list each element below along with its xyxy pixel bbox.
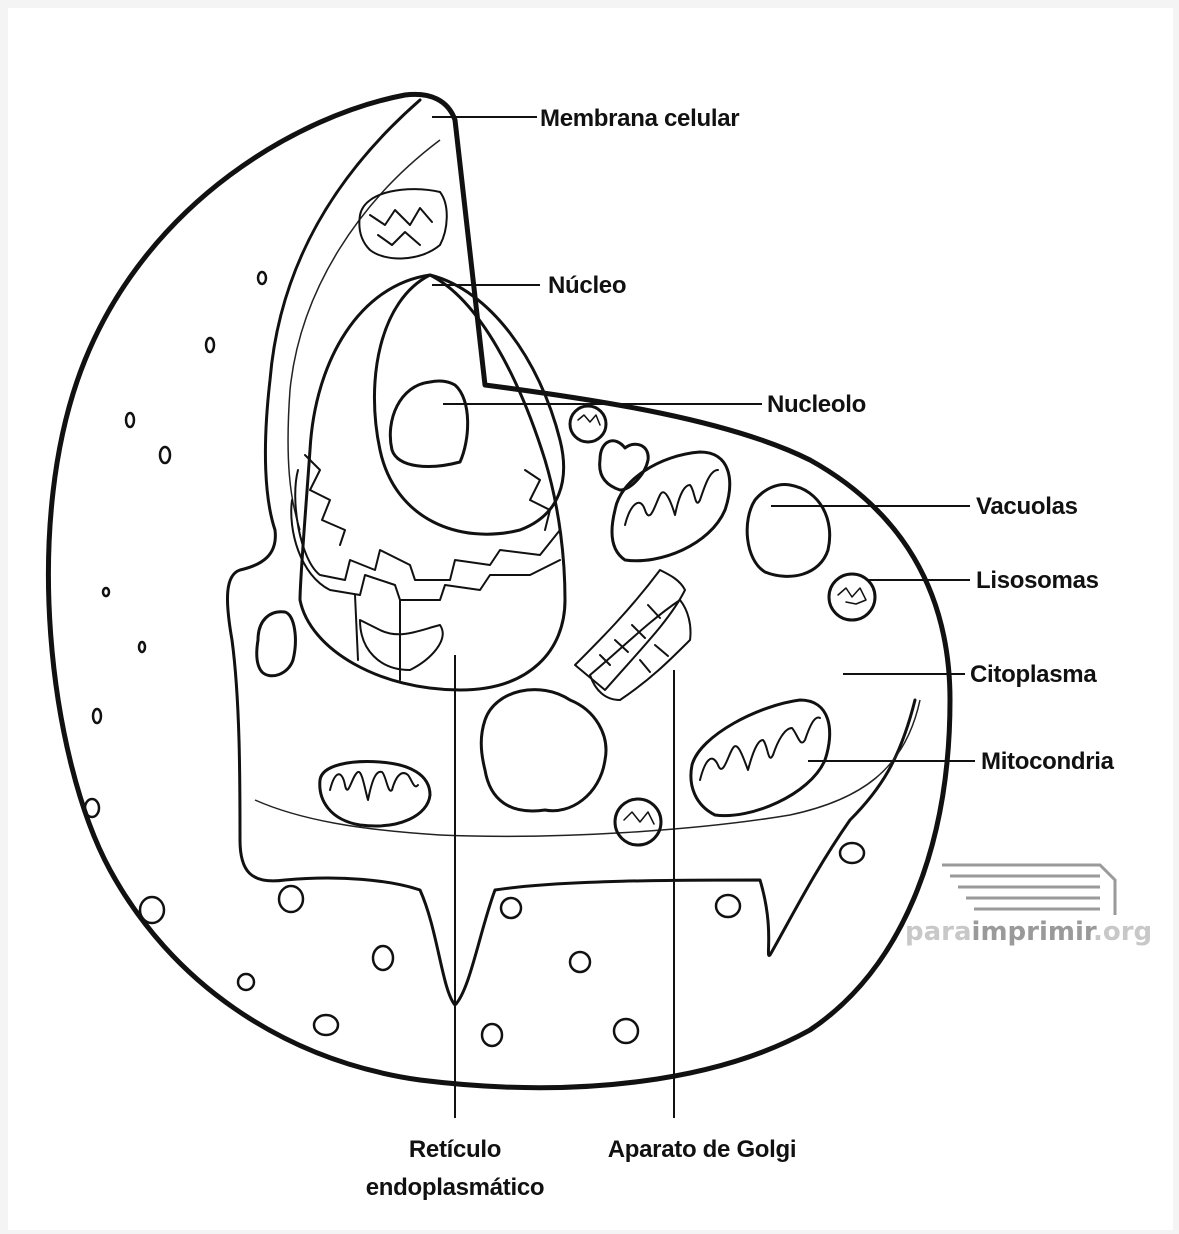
label-reticulo-line1: Retículo <box>409 1136 501 1163</box>
watermark-logo: paraimprimir.org <box>905 865 1152 947</box>
watermark-part-para: para <box>905 917 972 947</box>
top-wedge-organelle <box>359 189 446 258</box>
label-citoplasma: Citoplasma <box>970 661 1097 688</box>
watermark-part-org: .org <box>1093 917 1152 947</box>
mitochondria <box>257 452 830 826</box>
label-mitocondria: Mitocondria <box>981 748 1115 775</box>
label-nucleo: Núcleo <box>548 272 626 299</box>
label-nucleolo: Nucleolo <box>767 391 866 418</box>
watermark-part-imprimir: imprimir <box>972 917 1097 947</box>
label-lisosomas: Lisosomas <box>976 567 1099 594</box>
label-vacuolas: Vacuolas <box>976 493 1078 520</box>
cytoplasm-granules <box>85 272 864 1046</box>
label-aparato-golgi: Aparato de Golgi <box>608 1136 797 1163</box>
nucleolus <box>390 381 467 466</box>
label-membrana-celular: Membrana celular <box>540 105 739 132</box>
endoplasmic-reticulum <box>291 455 560 680</box>
vacuoles <box>481 441 829 811</box>
cytoplasm-cut-surface <box>227 100 915 1005</box>
svg-text:paraimprimir.org: paraimprimir.org <box>905 917 1152 947</box>
cell-membrane-outline <box>48 94 950 1087</box>
watermark-sheets-icon <box>942 865 1115 915</box>
cytoplasm-inner-outline <box>288 140 440 530</box>
label-reticulo-line2: endoplasmático <box>366 1174 545 1201</box>
leader-lines <box>432 117 975 1118</box>
